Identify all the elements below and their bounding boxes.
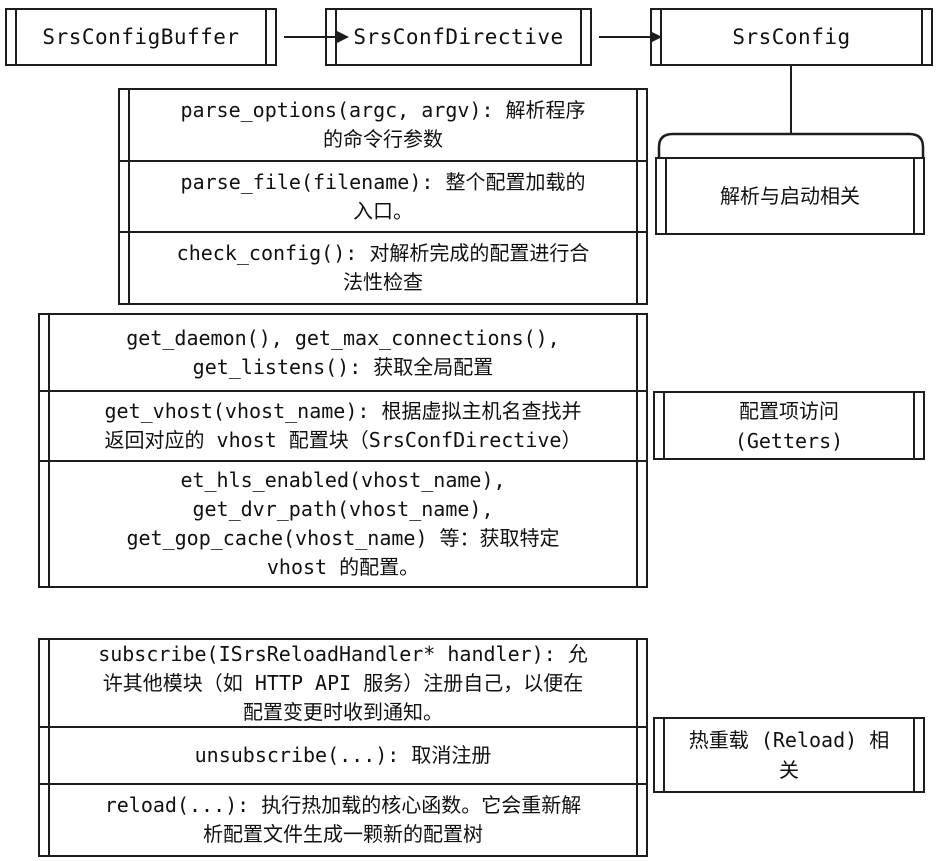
method-group-getters: get_daemon(), get_max_connections(), get…: [38, 313, 648, 588]
class-box-srsconfigbuffer: SrsConfigBuffer: [5, 8, 277, 66]
class-box-srsconfig: SrsConfig: [650, 8, 933, 66]
method-row: parse_file(filename): 整个配置加载的 入口。: [120, 162, 646, 233]
group-label-reload: 热重载 (Reload) 相 关: [653, 717, 925, 793]
group-label-getters: 配置项访问 (Getters): [653, 391, 925, 460]
method-group-reload: subscribe(ISrsReloadHandler* handler): 允…: [38, 638, 648, 857]
class-name: SrsConfigBuffer: [42, 25, 240, 49]
group-label-parse: 解析与启动相关: [655, 157, 925, 235]
method-row: et_hls_enabled(vhost_name), get_dvr_path…: [126, 468, 560, 579]
brace-connector: [657, 132, 925, 159]
method-row: get_vhost(vhost_name): 根据虚拟主机名查找并 返回对应的 …: [40, 392, 646, 462]
method-row: parse_options(argc, argv): 解析程序 的命令行参数: [120, 90, 646, 162]
method-group-parse: parse_options(argc, argv): 解析程序 的命令行参数 p…: [118, 88, 648, 305]
class-box-srsconfdirective: SrsConfDirective: [325, 8, 592, 66]
method-row: reload(...): 执行热加载的核心函数。它会重新解 析配置文件生成一颗新…: [104, 793, 582, 846]
method-row: get_daemon(), get_max_connections(), get…: [40, 315, 646, 392]
class-name: SrsConfDirective: [353, 25, 564, 49]
class-name: SrsConfig: [732, 25, 851, 49]
method-row: check_config(): 对解析完成的配置进行合 法性检查: [176, 241, 590, 294]
method-row: subscribe(ISrsReloadHandler* handler): 允…: [40, 640, 646, 728]
method-row: unsubscribe(...): 取消注册: [40, 728, 646, 785]
